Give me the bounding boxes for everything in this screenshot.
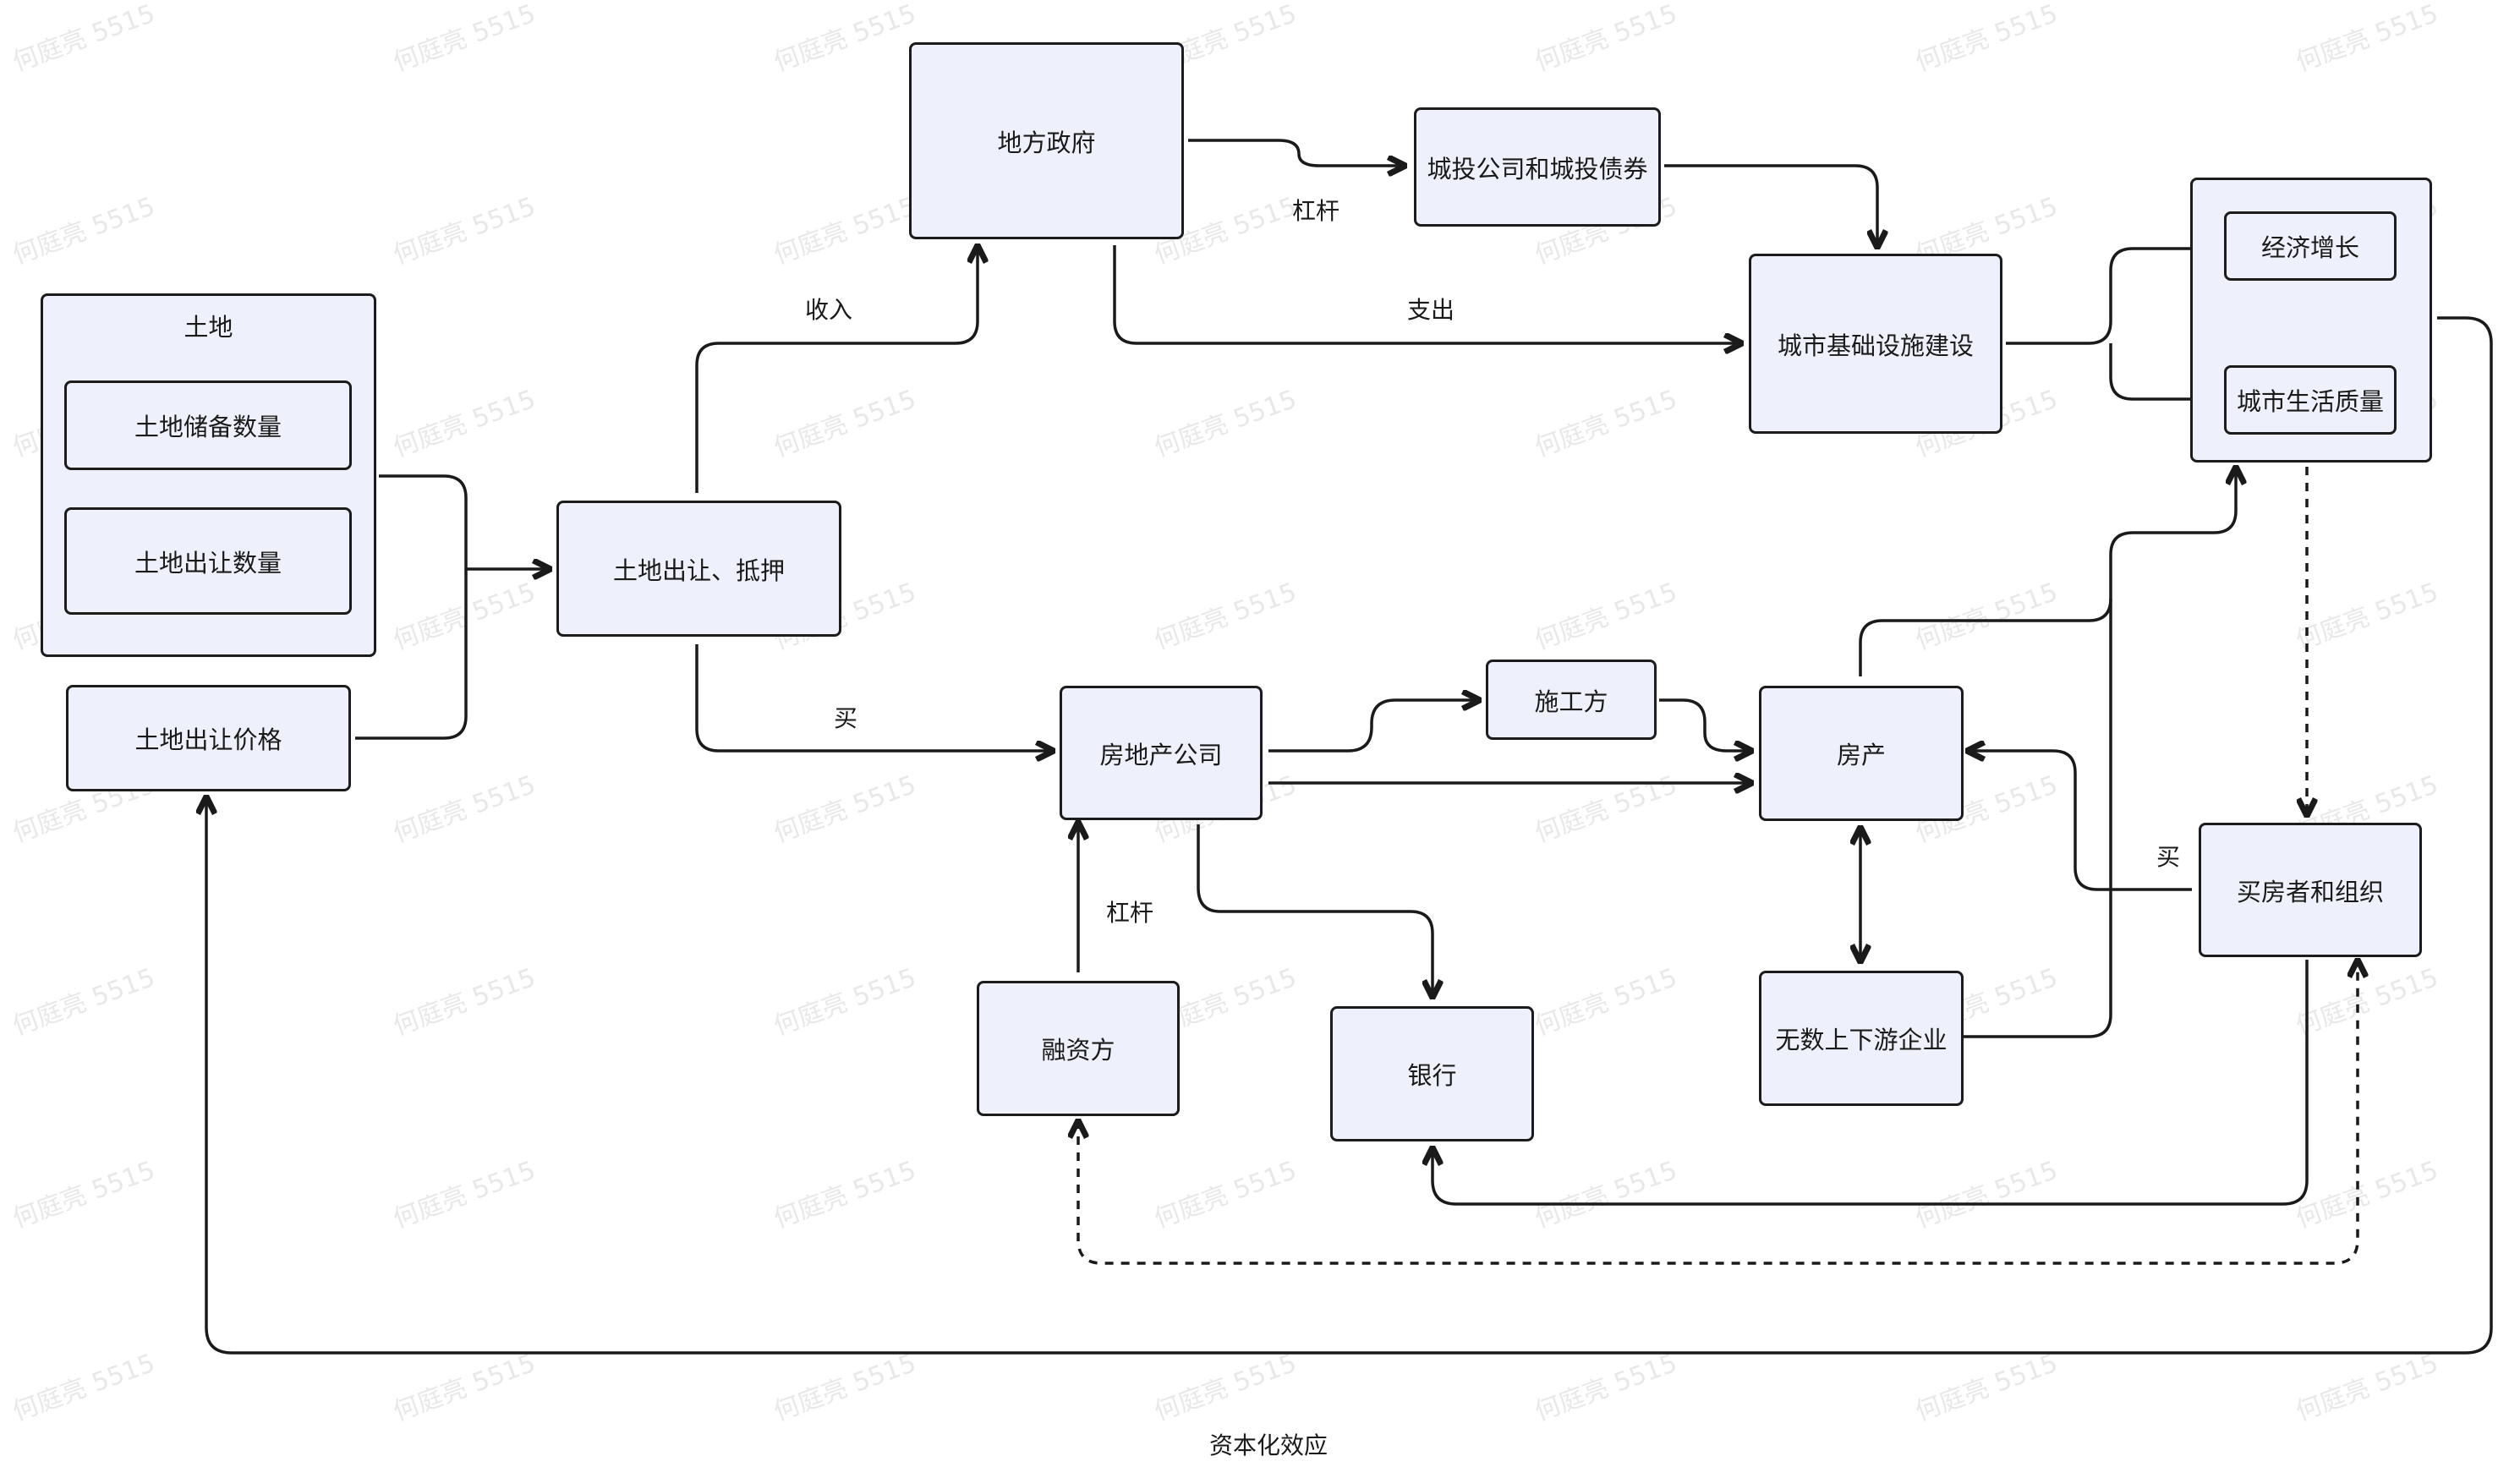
edge-buyers-to-bank [1433, 960, 2309, 1206]
label-expenditure: 支出 [1407, 296, 1455, 324]
edge-infra-to-growth [2006, 249, 2216, 345]
label-leverage-gov: 杠杆 [1292, 197, 1340, 225]
lgfv-node[interactable]: 城投公司和城投债券 [1414, 107, 1661, 227]
label-revenue: 收入 [805, 296, 853, 324]
econ-growth-node[interactable]: 经济增长 [2224, 211, 2397, 281]
local-gov-node[interactable]: 地方政府 [909, 42, 1184, 239]
edge-buy-land [695, 644, 1054, 751]
land-transfer-qty-node[interactable]: 土地出让数量 [64, 507, 352, 615]
buyers-node[interactable]: 买房者和组织 [2199, 823, 2422, 957]
land-group-title: 土地 [184, 313, 233, 342]
developer-node[interactable]: 房地产公司 [1060, 686, 1263, 820]
edge-property-to-city [1859, 467, 2236, 676]
life-quality-node[interactable]: 城市生活质量 [2224, 365, 2397, 435]
edge-dev-to-contractor [1268, 700, 1480, 753]
land-price-node[interactable]: 土地出让价格 [66, 685, 351, 791]
upstream-node[interactable]: 无数上下游企业 [1759, 971, 1964, 1106]
label-capitalization: 资本化效应 [1209, 1431, 1328, 1459]
edge-capitalization [206, 316, 2493, 1355]
edge-price-to-transfer [355, 569, 468, 740]
edge-land-to-transfer [379, 474, 551, 569]
infrastructure-node[interactable]: 城市基础设施建设 [1749, 254, 2002, 434]
label-leverage-dev: 杠杆 [1106, 899, 1154, 927]
edge-gov-to-lgfv [1188, 139, 1405, 166]
label-buy-land: 买 [834, 704, 858, 732]
contractor-node[interactable]: 施工方 [1486, 660, 1657, 740]
edge-expenditure [1113, 245, 1742, 343]
edge-buy-house [1967, 751, 2192, 891]
edge-lgfv-to-infra [1664, 164, 1877, 248]
label-buy-house: 买 [2156, 843, 2181, 871]
edge-upstream-to-city [1962, 599, 2112, 1038]
financier-node[interactable]: 融资方 [977, 981, 1180, 1116]
edge-dev-to-bank [1197, 824, 1433, 998]
land-reserve-node[interactable]: 土地储备数量 [64, 380, 352, 470]
land-transfer-node[interactable]: 土地出让、抵押 [556, 501, 841, 637]
edge-revenue [695, 245, 978, 493]
edge-contractor-to-property [1659, 698, 1752, 751]
edge-financier-buyers [1078, 960, 2358, 1265]
bank-node[interactable]: 银行 [1330, 1006, 1534, 1141]
edge-infra-to-quality [2109, 343, 2216, 399]
property-node[interactable]: 房产 [1759, 686, 1964, 821]
